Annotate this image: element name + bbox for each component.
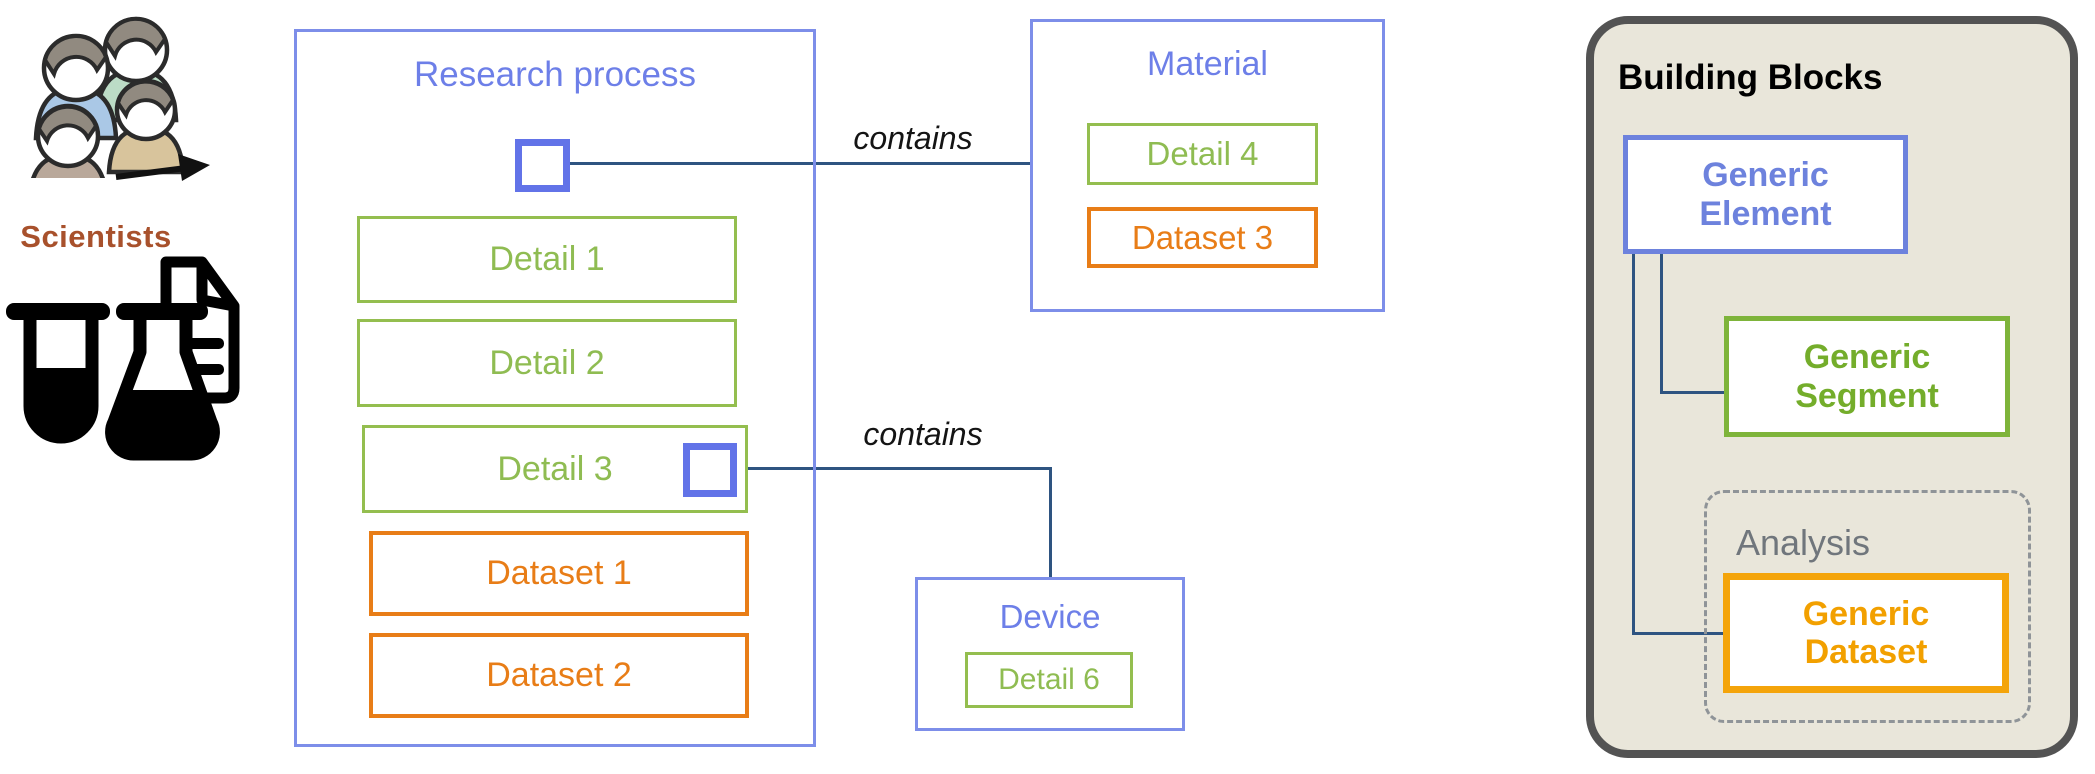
scientists-label: Scientists [20, 219, 172, 254]
contains-label-material: contains [853, 120, 973, 156]
element-connector-square [515, 139, 570, 192]
detail-1-box: Detail 1 [357, 216, 737, 303]
scientists-group-icon [31, 16, 186, 178]
material-title: Material [1147, 45, 1268, 83]
element-dataset-connector-vertical [1632, 254, 1635, 635]
element-segment-connector-horizontal [1660, 391, 1724, 394]
material-connector-line [568, 162, 1030, 165]
detail-2-box: Detail 2 [357, 319, 737, 407]
research-process-box [294, 29, 816, 747]
device-connector-line-vertical [1049, 467, 1052, 579]
generic-dataset-label: Generic Dataset [1802, 594, 1930, 671]
lab-equipment-icon [6, 256, 240, 461]
dataset-2-box: Dataset 2 [369, 633, 749, 718]
dataset-3-box: Dataset 3 [1087, 207, 1318, 268]
element-dataset-connector-horizontal [1632, 632, 1723, 635]
generic-element-box: Generic Element [1623, 135, 1908, 254]
analysis-dashed-box [1704, 490, 2031, 723]
dataset-1-box: Dataset 1 [369, 531, 749, 616]
right-arrow-icon [115, 154, 210, 181]
generic-dataset-box: Generic Dataset [1723, 573, 2009, 693]
device-title: Device [999, 598, 1101, 635]
device-connector-line-horizontal [735, 467, 1052, 470]
segment-connector-square [683, 443, 737, 497]
generic-segment-label: Generic Segment [1795, 338, 1939, 415]
research-process-title: Research process [413, 55, 697, 94]
detail-6-box: Detail 6 [965, 652, 1133, 708]
building-blocks-title: Building Blocks [1618, 58, 1883, 97]
detail-4-box: Detail 4 [1087, 123, 1318, 185]
generic-element-label: Generic Element [1699, 156, 1832, 233]
analysis-label: Analysis [1736, 522, 1871, 563]
generic-segment-box: Generic Segment [1724, 316, 2010, 437]
element-segment-connector-vertical [1660, 254, 1663, 394]
contains-label-device: contains [863, 416, 983, 452]
